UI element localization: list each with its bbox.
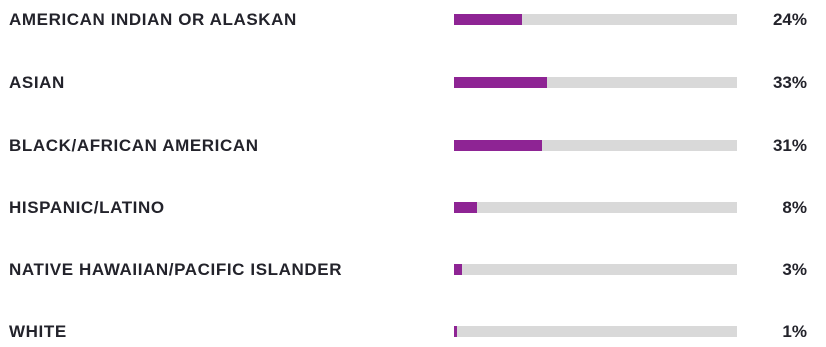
value-label: 24% [772,10,807,29]
bar-row: HISPANIC/LATINO 8% [0,193,826,223]
value-label: 1% [782,322,807,341]
value-label: 31% [772,136,807,155]
category-label: NATIVE HAWAIIAN/PACIFIC ISLANDER [9,260,343,279]
bar-row: AMERICAN INDIAN OR ALASKAN 24% [0,5,826,35]
bar-row: ASIAN 33% [0,68,826,98]
bar-track [454,264,737,275]
bar-fill [454,264,463,275]
bar-row: WHITE 1% [0,317,826,347]
category-label: AMERICAN INDIAN OR ALASKAN [9,10,297,29]
bar-track [454,202,737,213]
bar-row: BLACK/AFRICAN AMERICAN 31% [0,131,826,161]
category-label: BLACK/AFRICAN AMERICAN [9,136,259,155]
value-label: 3% [782,260,807,279]
value-label: 8% [782,198,807,217]
category-label: ASIAN [9,73,65,92]
bar-fill [454,77,548,88]
value-label: 33% [772,73,807,92]
bar-track [454,140,737,151]
bar-fill [454,14,522,25]
category-label: WHITE [9,322,67,341]
bar-track [454,326,737,337]
bar-fill [454,326,457,337]
bar-track [454,77,737,88]
bar-track [454,14,737,25]
bar-fill [454,202,477,213]
bar-row: NATIVE HAWAIIAN/PACIFIC ISLANDER 3% [0,255,826,285]
bar-fill [454,140,542,151]
category-label: HISPANIC/LATINO [9,198,165,217]
